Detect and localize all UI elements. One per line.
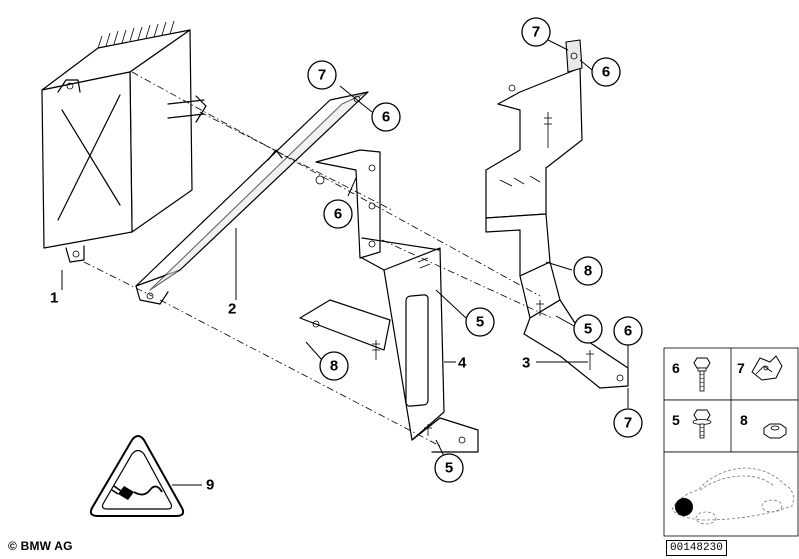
callout-5-right: 5 [573,314,603,344]
callout-7-lower-right: 7 [613,408,643,438]
svg-text:5: 5 [476,314,484,331]
legend-label-6: 6 [672,360,680,376]
svg-text:8: 8 [330,358,338,375]
callout-6-top-left: 6 [371,102,401,132]
mounting-rail [135,91,369,305]
car-silhouette-icon [671,467,795,525]
svg-text:7: 7 [318,67,326,84]
part-label-4: 4 [458,355,467,372]
part-label-1: 1 [50,290,58,307]
location-marker-icon [675,498,693,516]
screw-icon-5 [692,409,712,439]
legend-label-7: 7 [737,360,745,376]
svg-text:6: 6 [624,323,632,340]
callout-6-lower-right: 6 [613,316,643,346]
callout-8-right: 8 [573,256,603,286]
svg-text:7: 7 [532,24,540,41]
drawing-code: 00148230 [666,540,727,556]
alignment-lines [83,71,553,447]
callout-6-top-right: 6 [591,57,621,87]
svg-text:6: 6 [602,64,610,81]
legend-label-8: 8 [740,412,748,428]
svg-text:7: 7 [624,415,632,432]
callout-5-middle: 5 [465,307,495,337]
svg-text:6: 6 [382,109,390,126]
copyright-notice: © BMW AG [8,539,73,553]
warning-label-icon [89,435,185,517]
svg-text:5: 5 [445,460,453,477]
callout-6-middle: 6 [323,199,353,229]
control-unit-box [41,20,207,263]
leader-lines [61,39,629,457]
nut-icon-8 [763,423,787,439]
frame-bracket [299,149,479,453]
part-label-2: 2 [228,301,236,318]
legend-label-5: 5 [672,412,680,428]
svg-text:5: 5 [584,321,592,338]
svg-text:8: 8 [584,263,592,280]
svg-text:6: 6 [334,206,342,223]
callout-5-bottom: 5 [434,453,464,483]
legend-panel: 6 7 5 8 [663,347,799,537]
part-label-9: 9 [206,477,214,494]
part-label-3: 3 [522,355,530,372]
callout-8-left: 8 [319,351,349,381]
screw-icon-6 [693,357,711,392]
clip-nut-icon-7 [751,355,783,381]
callout-7-top-right: 7 [521,17,551,47]
support-bracket [485,39,629,389]
callout-7-top-left: 7 [307,60,337,90]
